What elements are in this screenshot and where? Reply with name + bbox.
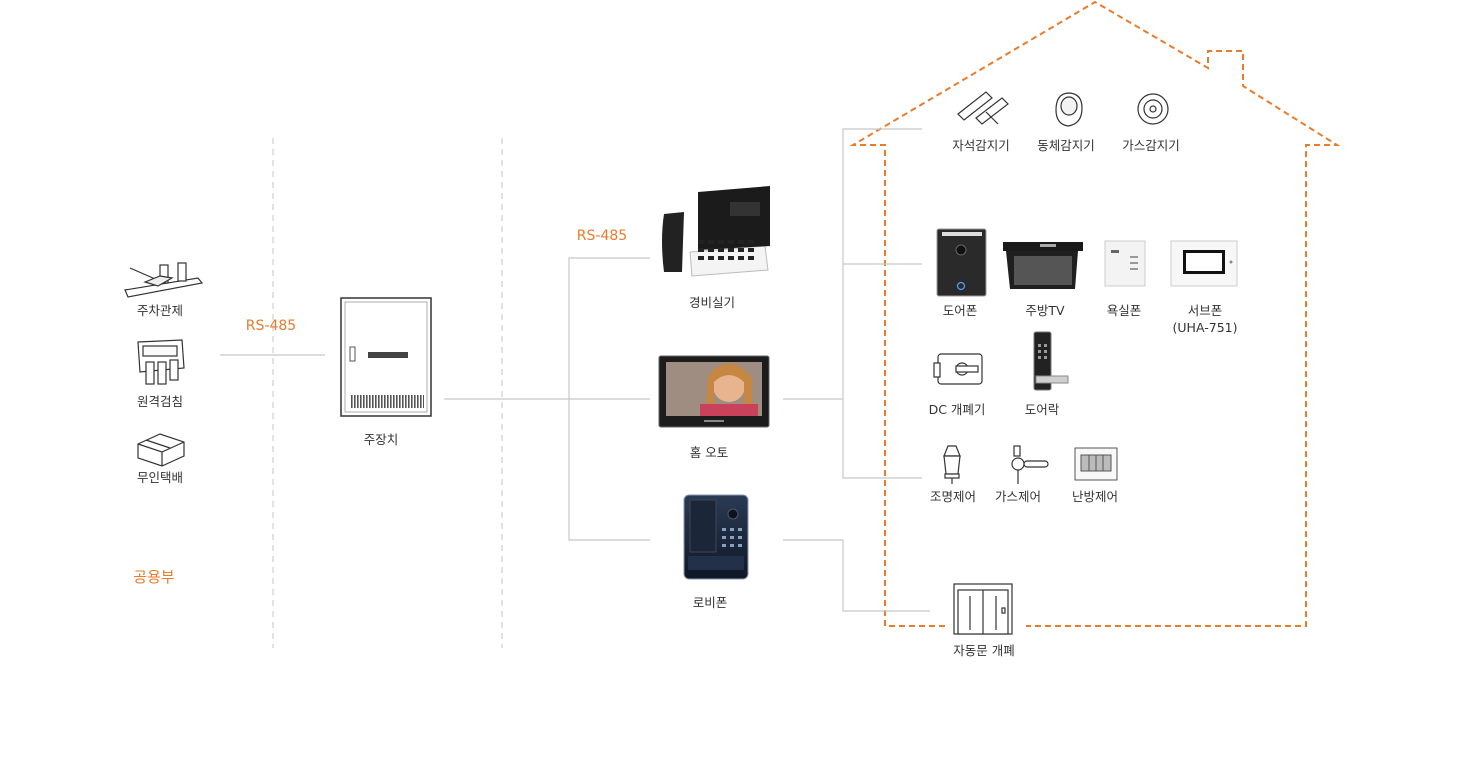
gas-sensor-label: 가스감지기 — [1122, 138, 1180, 153]
kitchen-tv-label: 주방TV — [1025, 303, 1065, 318]
gas-control-label: 가스제어 — [994, 489, 1042, 504]
heating-control-label: 난방제어 — [1071, 489, 1119, 504]
kitchen-tv-icon — [1003, 242, 1083, 289]
sub-phone-label: 서브폰 — [1187, 303, 1223, 318]
motion-sensor-icon — [1055, 92, 1083, 127]
delivery-box-icon — [137, 433, 185, 467]
connection-lines — [220, 128, 930, 612]
auto-door-icon — [953, 583, 1013, 635]
line-bus-left — [568, 257, 650, 541]
line-lobby-to-autodoor — [783, 539, 930, 612]
parking-barrier-icon — [124, 262, 204, 298]
main-controller-label: 주장치 — [363, 432, 399, 447]
home-auto-label: 홈 오토 — [689, 445, 729, 460]
gas-valve-icon — [1011, 445, 1049, 484]
door-lock-icon — [1033, 331, 1069, 391]
magnetic-sensor-label: 자석감지기 — [952, 138, 1010, 153]
main-controller-icon — [340, 297, 432, 417]
line-house-bus — [842, 128, 922, 479]
dc-opener-label: DC 개폐기 — [928, 402, 986, 417]
sub-phone-model-label: (UHA-751) — [1172, 320, 1238, 335]
common-area-label: 공용부 — [133, 568, 175, 586]
unmanned-delivery-label: 무인택배 — [136, 470, 184, 485]
bath-phone-label: 욕실폰 — [1106, 303, 1142, 318]
rs485-label-left: RS-485 — [245, 318, 297, 334]
rs485-label-right: RS-485 — [576, 228, 628, 244]
dc-opener-icon — [933, 353, 983, 385]
security-station-label: 경비실기 — [688, 295, 736, 310]
remote-meter-label: 원격검침 — [136, 394, 184, 409]
bath-phone-icon — [1104, 240, 1146, 287]
heating-control-icon — [1074, 447, 1118, 481]
light-control-icon — [943, 445, 961, 484]
door-phone-label: 도어폰 — [942, 303, 978, 318]
lobby-phone-icon — [683, 494, 749, 580]
remote-meter-icon — [137, 339, 185, 385]
home-auto-wallpad-icon — [658, 355, 770, 428]
lobby-phone-label: 로비폰 — [692, 595, 728, 610]
sub-phone-icon — [1170, 240, 1238, 287]
gas-sensor-icon — [1137, 93, 1169, 125]
security-station-icon — [662, 186, 770, 277]
parking-label: 주차관제 — [136, 303, 184, 318]
light-control-label: 조명제어 — [929, 489, 977, 504]
motion-sensor-label: 동체감지기 — [1037, 138, 1095, 153]
door-lock-label: 도어락 — [1024, 402, 1060, 417]
auto-door-label: 자동문 개폐 — [953, 643, 1015, 658]
door-phone-icon — [936, 228, 987, 297]
house-outline — [849, 0, 1341, 627]
magnetic-sensor-icon — [957, 91, 1009, 125]
